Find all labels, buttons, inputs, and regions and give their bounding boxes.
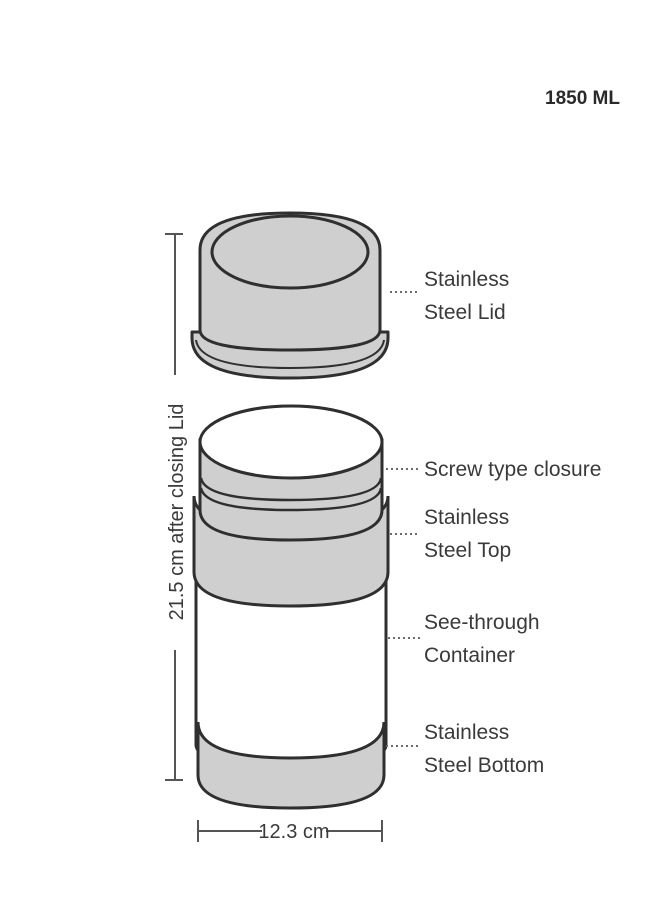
callout-bottom-line-2: Steel Bottom [424,754,544,777]
callout-container-line-2: Container [424,644,515,667]
jar-body [192,404,390,810]
callout-bottom: Stainless Steel Bottom [386,721,544,777]
callout-lid: Stainless Steel Lid [390,268,509,324]
callout-container: See-through Container [388,611,540,667]
callout-closure-line-1: Screw type closure [424,458,601,481]
thread-line [199,487,383,512]
width-dimension: 12.3 cm [197,820,383,843]
callout-container-line-1: See-through [424,611,540,634]
callout-closure: Screw type closure [386,458,601,481]
callout-top-line-2: Steel Top [424,539,511,562]
callout-lid-line-1: Stainless [424,268,509,291]
jar-opening [198,404,384,480]
capacity-label: 1850 ML [545,88,620,109]
thread-line [199,477,383,502]
callout-top: Stainless Steel Top [390,506,511,562]
width-label: 12.3 cm [258,821,329,843]
height-dimension: 21.5 cm after closing Lid [165,233,188,781]
callout-lid-line-2: Steel Lid [424,301,506,324]
callout-bottom-line-1: Stainless [424,721,509,744]
stainless-steel-bottom [196,721,386,810]
stainless-steel-lid [190,211,390,380]
height-label: 21.5 cm after closing Lid [166,404,188,621]
callout-top-line-1: Stainless [424,506,509,529]
